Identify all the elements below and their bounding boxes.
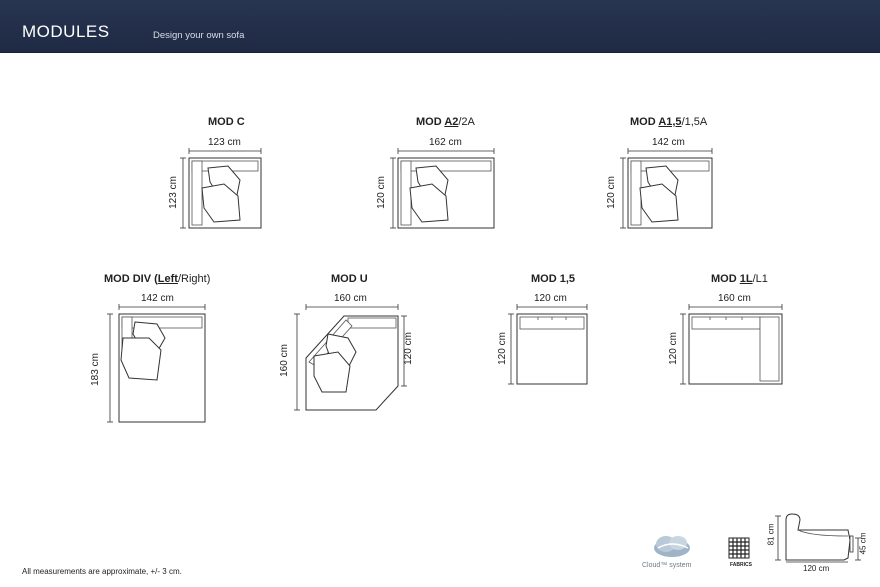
mod-15-depth: 120 cm bbox=[496, 332, 508, 365]
mod-15-drawing bbox=[508, 304, 588, 385]
mod-1l-width: 160 cm bbox=[718, 293, 751, 304]
mod-a2-drawing bbox=[390, 148, 495, 229]
mod-1l-depth: 120 cm bbox=[667, 332, 679, 365]
mod-u-title: MOD U bbox=[331, 273, 368, 285]
side-profile-height: 81 cm bbox=[766, 523, 776, 546]
mod-a2-depth: 120 cm bbox=[375, 176, 387, 209]
mod-u-drawing bbox=[294, 304, 407, 411]
mod-u-depth-left: 160 cm bbox=[278, 344, 290, 377]
mod-1l-title: MOD 1L/L1 bbox=[711, 273, 768, 285]
fabrics-logo bbox=[728, 537, 750, 559]
mod-a15-width: 142 cm bbox=[652, 137, 685, 148]
mod-a15-drawing bbox=[620, 148, 713, 229]
header-bar: MODULES Design your own sofa bbox=[0, 0, 880, 53]
mod-div-title: MOD DIV (Left/Right) bbox=[104, 273, 211, 285]
mod-15-width: 120 cm bbox=[534, 293, 567, 304]
mod-div-drawing bbox=[107, 304, 206, 423]
fabrics-text: FABRICS bbox=[730, 562, 752, 568]
mod-c-width: 123 cm bbox=[208, 137, 241, 148]
mod-15-title: MOD 1,5 bbox=[531, 273, 576, 285]
mod-div-width: 142 cm bbox=[141, 293, 174, 304]
mod-u-width: 160 cm bbox=[334, 293, 367, 304]
mod-c-drawing bbox=[180, 148, 262, 229]
mod-div-depth: 183 cm bbox=[89, 353, 101, 386]
mod-a2-width: 162 cm bbox=[429, 137, 462, 148]
side-profile-seat-height: 45 cm bbox=[858, 532, 868, 555]
cloud-system-logo bbox=[654, 536, 690, 557]
side-profile-drawing bbox=[775, 513, 861, 563]
mod-1l-drawing bbox=[680, 304, 783, 385]
mod-a2-title: MOD A2/2A bbox=[416, 116, 475, 128]
page-subtitle: Design your own sofa bbox=[153, 30, 245, 41]
mod-a15-title: MOD A1,5/1,5A bbox=[630, 116, 708, 128]
mod-a15-depth: 120 cm bbox=[605, 176, 617, 209]
side-profile-width: 120 cm bbox=[803, 564, 830, 573]
page-title: MODULES bbox=[22, 22, 110, 41]
mod-c-depth: 123 cm bbox=[167, 176, 179, 209]
mod-c-title: MOD C bbox=[208, 116, 245, 128]
footer-note: All measurements are approximate, +/- 3 … bbox=[22, 567, 182, 576]
cloud-system-text: Cloud™ system bbox=[642, 562, 692, 569]
